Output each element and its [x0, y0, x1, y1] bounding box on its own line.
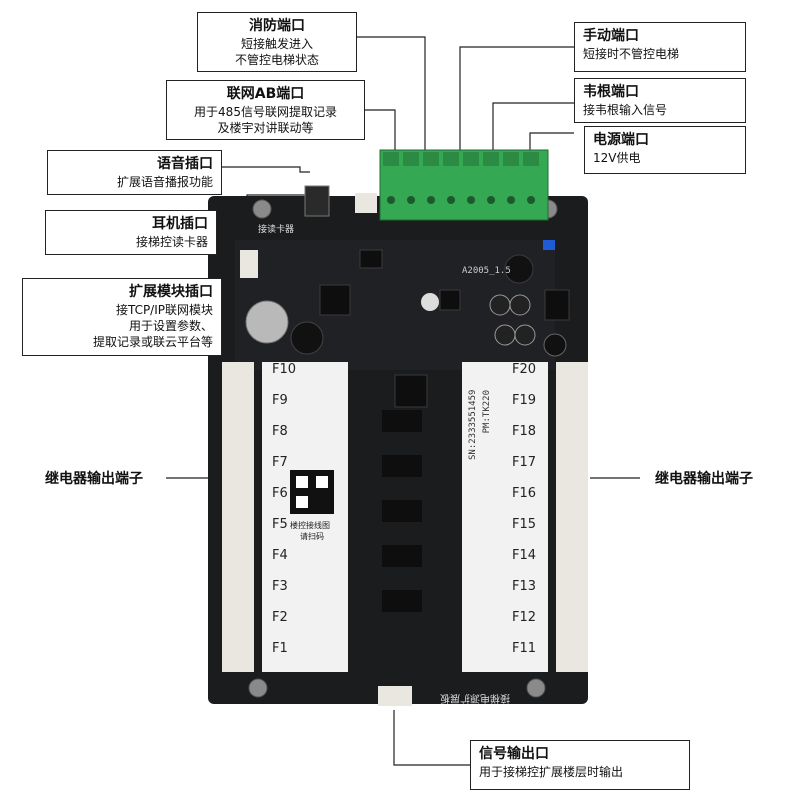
card-reader-label: 接读卡器 — [258, 225, 295, 235]
voice-connector — [355, 193, 377, 213]
left-relay-output-label: 继电器输出端子 — [45, 471, 143, 487]
relay-label: F9 — [272, 393, 288, 408]
board-bottom-label: 接梯电源扩展板 — [440, 692, 510, 703]
power-port-callout: 电源端口 12V供电 — [584, 126, 746, 174]
earphone-jack — [304, 185, 330, 217]
wiegand-port-title: 韦根端口 — [583, 84, 639, 100]
manual-port-callout: 手动端口 短接时不管控电梯 — [574, 22, 746, 72]
voice-port-line1: 扩展语音播报功能 — [116, 174, 213, 189]
board-model-text: A2005_1.5 — [462, 266, 511, 276]
right-relay-bank — [462, 362, 548, 672]
expansion-port-line1: 接TCP/IP联网模块 — [115, 302, 213, 317]
relay-label: F19 — [512, 393, 537, 408]
voice-port-title: 语音插口 — [157, 156, 213, 172]
relay-label: F17 — [512, 455, 537, 470]
expansion-port-callout: 扩展模块插口 接TCP/IP联网模块 用于设置参数、 提取记录或联云平台等 — [22, 278, 222, 356]
left-output-terminals — [222, 362, 254, 672]
network-port-line2: 及楼宇对讲联动等 — [217, 121, 314, 136]
power-port-title: 电源端口 — [593, 132, 649, 148]
relay-label: F5 — [272, 517, 288, 532]
relay-label: F3 — [272, 579, 288, 594]
power-port-line1: 12V供电 — [593, 150, 641, 165]
relay-label: F2 — [272, 610, 288, 625]
network-port-title: 联网AB端口 — [226, 86, 305, 102]
fire-port-line1: 短接触发进入 — [240, 36, 313, 51]
relay-label: F14 — [512, 548, 537, 563]
relay-label: F15 — [512, 517, 537, 532]
fire-port-callout: 消防端口 短接触发进入 不管控电梯状态 — [197, 12, 357, 72]
capacitors — [421, 240, 567, 357]
right-output-terminals — [556, 362, 588, 672]
signal-output-callout: 信号输出口 用于接梯控扩展楼层时输出 — [470, 740, 690, 790]
relay-label: F6 — [272, 486, 288, 501]
earphone-port-title: 耳机插口 — [152, 216, 208, 232]
chips — [319, 249, 570, 408]
expansion-port-line2: 用于设置参数、 — [128, 319, 213, 334]
right-relay-output-label: 继电器输出端子 — [655, 471, 753, 487]
driver-ics — [382, 410, 422, 612]
wiegand-port-line1: 接韦根输入信号 — [583, 102, 668, 117]
voice-port-callout: 语音插口 扩展语音播报功能 — [47, 150, 222, 195]
signal-output-line1: 用于接梯控扩展楼层时输出 — [479, 764, 624, 779]
expansion-port-title: 扩展模块插口 — [129, 284, 213, 300]
earphone-port-line1: 接梯控读卡器 — [135, 234, 208, 249]
signal-output-connector — [378, 686, 412, 706]
relay-label: F11 — [512, 641, 537, 656]
coin-battery — [245, 300, 289, 344]
board-sn: SN:2333551459 — [468, 389, 478, 460]
network-port-line1: 用于485信号联网提取记录 — [194, 104, 337, 119]
network-port-callout: 联网AB端口 用于485信号联网提取记录 及楼宇对讲联动等 — [166, 80, 365, 140]
expansion-connector — [240, 250, 258, 278]
buzzer — [290, 321, 324, 355]
left-relay-bank — [262, 362, 348, 672]
relay-label: F1 — [272, 641, 288, 656]
relay-label: F8 — [272, 424, 288, 439]
relay-label: F7 — [272, 455, 288, 470]
wiegand-port-callout: 韦根端口 接韦根输入信号 — [574, 78, 746, 123]
fire-port-line2: 不管控电梯状态 — [234, 53, 319, 68]
manual-port-line1: 短接时不管控电梯 — [583, 46, 680, 61]
mounting-screws — [248, 199, 558, 698]
terminal-blocks — [379, 149, 549, 221]
qr-caption-1: 楼控接线图 — [290, 521, 330, 530]
relay-label: F13 — [512, 579, 537, 594]
relay-label: F20 — [512, 362, 537, 377]
manual-port-title: 手动端口 — [583, 28, 639, 44]
fire-port-title: 消防端口 — [249, 18, 305, 34]
board-pm: PM:TK220 — [482, 390, 492, 434]
qr-caption-2: 请扫码 — [300, 532, 324, 541]
relay-label: F16 — [512, 486, 537, 501]
relay-label: F10 — [272, 362, 297, 377]
earphone-port-callout: 耳机插口 接梯控读卡器 — [45, 210, 217, 255]
relay-label: F12 — [512, 610, 537, 625]
expansion-port-line3: 提取记录或联云平台等 — [92, 335, 213, 350]
relay-label: F4 — [272, 548, 288, 563]
signal-output-title: 信号输出口 — [479, 746, 549, 762]
relay-label: F18 — [512, 424, 537, 439]
